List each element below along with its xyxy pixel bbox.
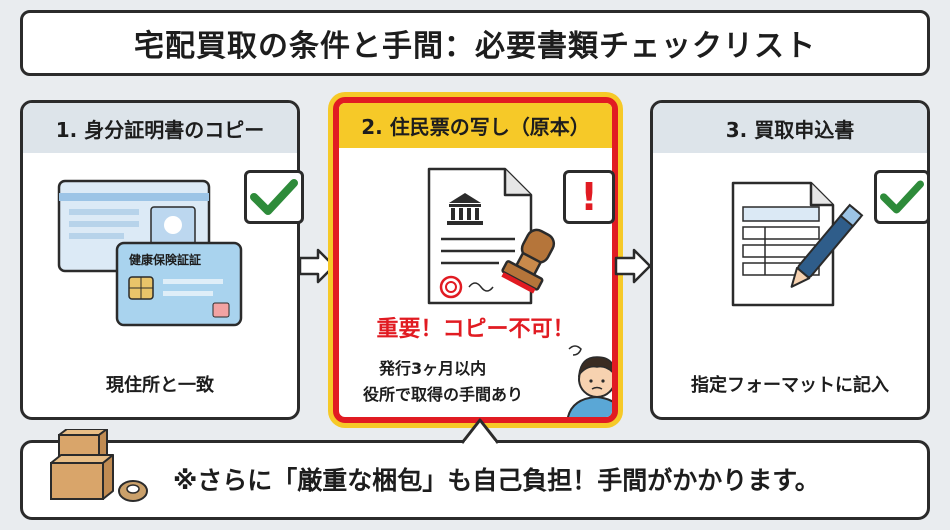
checkmark-icon xyxy=(880,180,924,214)
step-heading: 1. 身分証明書のコピー xyxy=(23,103,297,153)
worried-person-illustration xyxy=(566,345,612,417)
arrow-right-icon xyxy=(298,248,336,284)
step-heading: 2. 住民票の写し（原本） xyxy=(339,103,612,148)
checkmark-icon xyxy=(250,179,298,215)
checkbox-application-form xyxy=(874,170,930,224)
step-heading: 3. 買取申込書 xyxy=(653,103,927,153)
exclamation-icon: ! xyxy=(580,175,598,219)
step-note: 現住所と一致 xyxy=(106,375,214,396)
arrow-right-icon xyxy=(614,248,652,284)
cardboard-boxes-illustration xyxy=(50,429,148,502)
important-warning: 重要！コピー不可！ xyxy=(376,317,575,342)
checkbox-id-copy xyxy=(244,170,304,224)
bottom-note-box: ※さらに「厳重な梱包」も自己負担！手間がかかります。 xyxy=(20,429,930,520)
page-title: 宅配買取の条件と手間：必要書類チェックリスト xyxy=(20,10,930,76)
step-note-line: 発行3ヶ月以内 xyxy=(379,359,487,378)
step-note-line: 役所で取得の手間あり xyxy=(363,385,524,404)
step-card-application-form: 3. 買取申込書 指定フォーマットに記入 xyxy=(650,100,930,420)
insurance-card-label: 健康保険証証 xyxy=(129,252,201,267)
id-cards-illustration: 健康保険証証 xyxy=(57,179,243,327)
step-note: 指定フォーマットに記入 xyxy=(691,375,889,396)
bottom-note-text: ※さらに「厳重な梱包」も自己負担！手間がかかります。 xyxy=(173,466,820,495)
step-card-id-copy: 1. 身分証明書のコピー 健康保険証証 現住所と一致 xyxy=(20,100,300,420)
warning-box: ! xyxy=(563,170,615,224)
document-stamp-illustration xyxy=(427,167,556,305)
callout-pointer xyxy=(460,418,500,444)
form-pen-illustration xyxy=(731,181,864,307)
step-card-resident-record: 2. 住民票の写し（原本） 重要！コピー不可！ 発行3ヶ月以内 役所で取得の手間… xyxy=(333,97,618,423)
